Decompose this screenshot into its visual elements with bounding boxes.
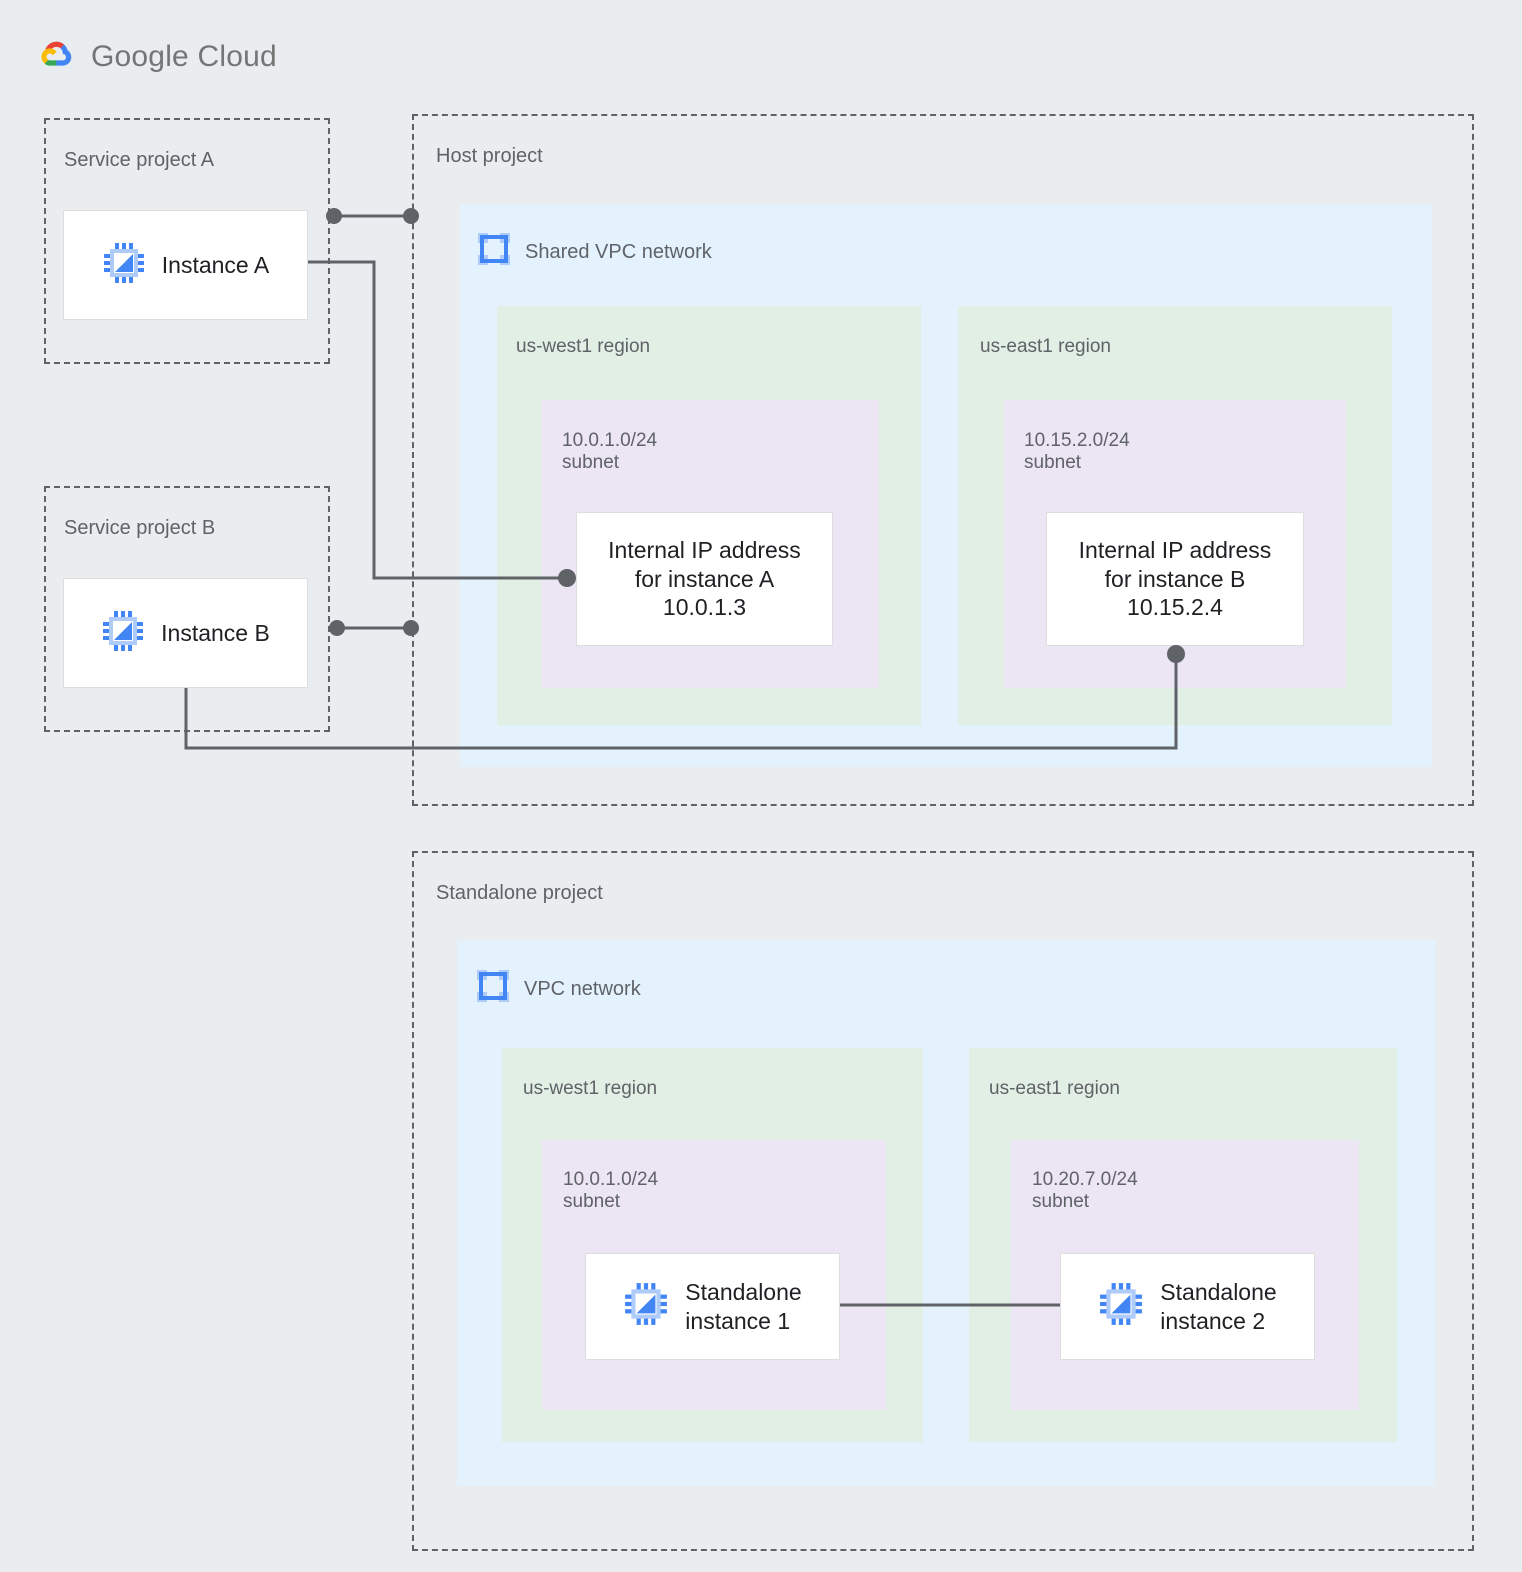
instance-a-label: Instance A xyxy=(161,251,270,278)
standalone-project-box xyxy=(412,851,1474,1551)
instance-b-card[interactable]: Instance B xyxy=(63,578,308,688)
service-project-a-box xyxy=(44,118,330,364)
internal-ip-instance-b-text: Internal IP address for instance B 10.15… xyxy=(1078,536,1272,621)
vpc-network-title: VPC network xyxy=(476,969,641,1009)
standalone-instance-2-label: Standalone instance 2 xyxy=(1160,1278,1277,1334)
brand-name: Google Cloud xyxy=(91,40,277,74)
brand-name-bold: Google xyxy=(91,39,189,73)
standalone-subnet-10-0-1-0-label: 10.0.1.0/24 subnet xyxy=(563,1169,659,1213)
google-cloud-brand: Google Cloud xyxy=(34,36,277,77)
internal-ip-instance-a-card[interactable]: Internal IP address for instance A 10.0.… xyxy=(576,512,833,646)
host-subnet-10-15-2-0-label: 10.15.2.0/24 subnet xyxy=(1024,430,1130,474)
vm-instance-icon xyxy=(1098,1281,1144,1332)
instance-b-label: Instance B xyxy=(161,619,270,646)
standalone-project-label: Standalone project xyxy=(436,882,603,904)
google-cloud-logo-icon xyxy=(34,36,78,77)
vm-instance-icon xyxy=(101,609,145,658)
standalone-instance-1-card[interactable]: Standalone instance 1 xyxy=(585,1253,840,1360)
vpc-network-label: VPC network xyxy=(524,977,641,1000)
host-region-us-west1-label: us-west1 region xyxy=(516,336,651,357)
host-subnet-10-0-1-0-label: 10.0.1.0/24 subnet xyxy=(562,430,658,474)
internal-ip-instance-b-card[interactable]: Internal IP address for instance B 10.15… xyxy=(1046,512,1304,646)
vpc-network-icon xyxy=(476,969,510,1009)
vpc-network-icon xyxy=(477,232,511,272)
instance-a-card[interactable]: Instance A xyxy=(63,210,308,320)
shared-vpc-network-label: Shared VPC network xyxy=(525,240,712,263)
host-region-us-east1-label: us-east1 region xyxy=(980,336,1111,357)
service-project-b-label: Service project B xyxy=(64,517,216,539)
standalone-subnet-10-20-7-0-label: 10.20.7.0/24 subnet xyxy=(1032,1169,1138,1213)
connector-endpoint-dot xyxy=(329,620,345,636)
shared-vpc-network-title: Shared VPC network xyxy=(477,232,712,272)
standalone-instance-2-card[interactable]: Standalone instance 2 xyxy=(1060,1253,1315,1360)
standalone-region-us-east1-label: us-east1 region xyxy=(989,1078,1120,1099)
brand-name-light: Cloud xyxy=(188,39,277,73)
vm-instance-icon xyxy=(102,241,146,290)
host-project-label: Host project xyxy=(436,145,543,167)
service-project-a-label: Service project A xyxy=(64,149,215,171)
standalone-instance-1-label: Standalone instance 1 xyxy=(685,1278,802,1334)
vm-instance-icon xyxy=(623,1281,669,1332)
internal-ip-instance-a-text: Internal IP address for instance A 10.0.… xyxy=(608,536,801,621)
standalone-region-us-west1-label: us-west1 region xyxy=(523,1078,658,1099)
